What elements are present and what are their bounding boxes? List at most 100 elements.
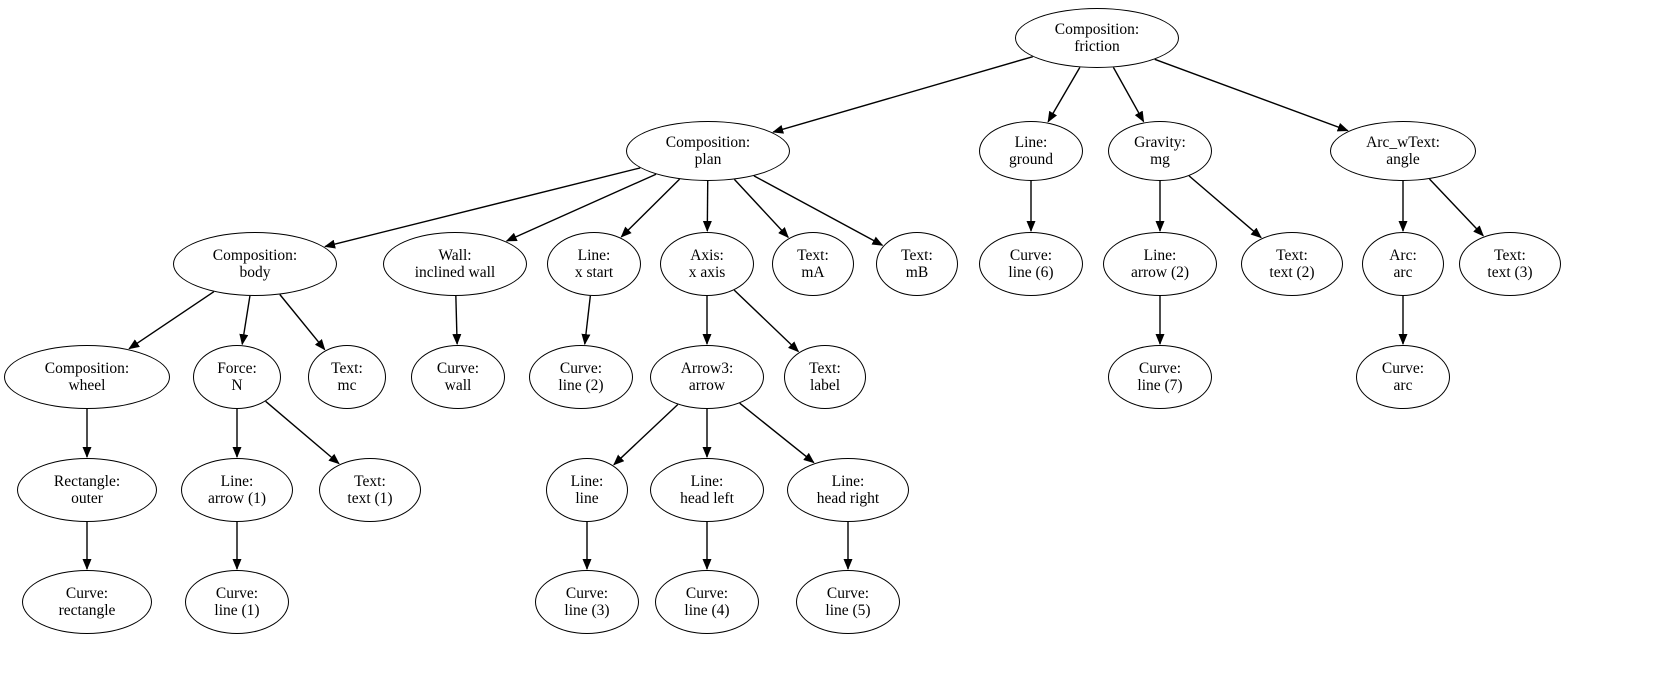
graph-node-body[interactable]: Composition:body <box>173 232 337 296</box>
node-name-label: wall <box>444 377 472 394</box>
node-type-label: Curve: <box>65 584 109 602</box>
graph-node-line4[interactable]: Curve:line (4) <box>655 570 759 634</box>
node-type-label: Text: <box>354 472 386 490</box>
node-name-label: ground <box>1009 151 1053 168</box>
node-name-label: line (5) <box>825 602 871 619</box>
node-type-label: Composition: <box>44 359 130 377</box>
graph-node-text_mc[interactable]: Text:mc <box>308 345 386 409</box>
node-name-label: text (2) <box>1269 264 1315 281</box>
node-name-label: label <box>809 377 841 394</box>
graph-node-line5[interactable]: Curve:line (5) <box>796 570 900 634</box>
node-name-label: line (3) <box>564 602 610 619</box>
graph-node-line1[interactable]: Curve:line (1) <box>185 570 289 634</box>
graph-node-x_start[interactable]: Line:x start <box>547 232 641 296</box>
graph-edge-inclined_wall-to-curve_wall <box>452 295 462 346</box>
graph-node-line6[interactable]: Curve:line (6) <box>979 232 1083 296</box>
graph-node-curve_arc[interactable]: Curve:arc <box>1356 345 1450 409</box>
node-name-label: text (3) <box>1487 264 1533 281</box>
graph-node-inclined_wall[interactable]: Wall:inclined wall <box>383 232 527 296</box>
node-type-label: Text: <box>1494 246 1526 264</box>
node-name-label: rectangle <box>58 602 116 619</box>
graph-node-x_axis[interactable]: Axis:x axis <box>660 232 754 296</box>
node-name-label: line (2) <box>558 377 604 394</box>
graph-node-line2[interactable]: Curve:line (2) <box>529 345 633 409</box>
graph-node-mB[interactable]: Text:mB <box>876 232 958 296</box>
graph-node-wheel[interactable]: Composition:wheel <box>4 345 170 409</box>
node-name-label: x axis <box>688 264 726 281</box>
node-type-label: Line: <box>220 472 254 490</box>
node-name-label: head right <box>816 490 880 507</box>
graph-node-arc_arc[interactable]: Arc:arc <box>1362 232 1444 296</box>
node-type-label: Curve: <box>559 359 603 377</box>
graph-node-mA[interactable]: Text:mA <box>772 232 854 296</box>
node-type-label: Text: <box>901 246 933 264</box>
node-type-label: Composition: <box>212 246 298 264</box>
node-type-label: Composition: <box>1054 20 1140 38</box>
node-name-label: wheel <box>68 377 106 394</box>
graph-node-text3[interactable]: Text:text (3) <box>1459 232 1561 296</box>
graph-edge-friction-to-plan <box>772 55 1033 134</box>
node-name-label: line (4) <box>684 602 730 619</box>
graph-node-outer[interactable]: Rectangle:outer <box>17 458 157 522</box>
graph-edge-gravity_mg-to-text2 <box>1188 175 1262 239</box>
graph-node-angle[interactable]: Arc_wText:angle <box>1330 121 1476 181</box>
node-type-label: Curve: <box>685 584 729 602</box>
node-type-label: Line: <box>831 472 865 490</box>
node-type-label: Line: <box>690 472 724 490</box>
graph-node-arrow1[interactable]: Line:arrow (1) <box>181 458 293 522</box>
node-type-label: Curve: <box>826 584 870 602</box>
graph-node-curve_rect[interactable]: Curve:rectangle <box>22 570 152 634</box>
graph-edge-arrow3-to-line_line <box>613 403 679 466</box>
node-name-label: arrow <box>688 377 726 394</box>
node-name-label: line <box>575 490 599 507</box>
graph-node-head_left[interactable]: Line:head left <box>650 458 764 522</box>
edges-group <box>82 55 1484 570</box>
node-name-label: arc <box>1393 377 1413 394</box>
graph-node-text2[interactable]: Text:text (2) <box>1241 232 1343 296</box>
graph-node-gravity_mg[interactable]: Gravity:mg <box>1108 121 1212 181</box>
node-type-label: Rectangle: <box>53 472 121 490</box>
graph-node-line7[interactable]: Curve:line (7) <box>1108 345 1212 409</box>
graph-node-friction[interactable]: Composition:friction <box>1015 8 1179 68</box>
node-name-label: text (1) <box>347 490 393 507</box>
node-name-label: mB <box>905 264 929 281</box>
graph-edge-x_axis-to-text_label <box>733 289 800 353</box>
graph-edge-friction-to-ground <box>1047 66 1081 123</box>
graph-node-plan[interactable]: Composition:plan <box>626 121 790 181</box>
node-name-label: arrow (1) <box>207 490 267 507</box>
graph-edge-angle-to-text3 <box>1428 178 1484 237</box>
node-type-label: Gravity: <box>1134 133 1186 151</box>
graph-node-ground[interactable]: Line:ground <box>979 121 1083 181</box>
graph-edge-plan-to-inclined_wall <box>505 173 657 242</box>
node-type-label: Curve: <box>1138 359 1182 377</box>
node-name-label: arrow (2) <box>1130 264 1190 281</box>
node-type-label: Line: <box>1143 246 1177 264</box>
node-name-label: line (1) <box>214 602 260 619</box>
node-type-label: Curve: <box>565 584 609 602</box>
graph-node-arrow2[interactable]: Line:arrow (2) <box>1103 232 1217 296</box>
node-type-label: Text: <box>797 246 829 264</box>
graph-node-arrow3[interactable]: Arrow3:arrow <box>650 345 764 409</box>
node-type-label: Curve: <box>215 584 259 602</box>
node-name-label: friction <box>1074 38 1120 55</box>
graph-node-text1[interactable]: Text:text (1) <box>319 458 421 522</box>
graph-edge-body-to-text_mc <box>279 294 326 351</box>
graph-edge-force_N-to-text1 <box>265 400 340 465</box>
node-type-label: Axis: <box>690 246 724 264</box>
graph-node-curve_wall[interactable]: Curve:wall <box>411 345 505 409</box>
node-name-label: head left <box>680 490 734 507</box>
node-type-label: Force: <box>217 359 257 377</box>
node-name-label: line (7) <box>1137 377 1183 394</box>
node-name-label: mc <box>337 377 357 394</box>
graph-node-text_label[interactable]: Text:label <box>784 345 866 409</box>
graph-node-head_right[interactable]: Line:head right <box>787 458 909 522</box>
graph-node-line_line[interactable]: Line:line <box>546 458 628 522</box>
node-name-label: line (6) <box>1008 264 1054 281</box>
node-type-label: Line: <box>570 472 604 490</box>
graph-node-line3[interactable]: Curve:line (3) <box>535 570 639 634</box>
graph-node-force_N[interactable]: Force:N <box>193 345 281 409</box>
node-type-label: Curve: <box>436 359 480 377</box>
node-type-label: Curve: <box>1381 359 1425 377</box>
node-type-label: Text: <box>809 359 841 377</box>
